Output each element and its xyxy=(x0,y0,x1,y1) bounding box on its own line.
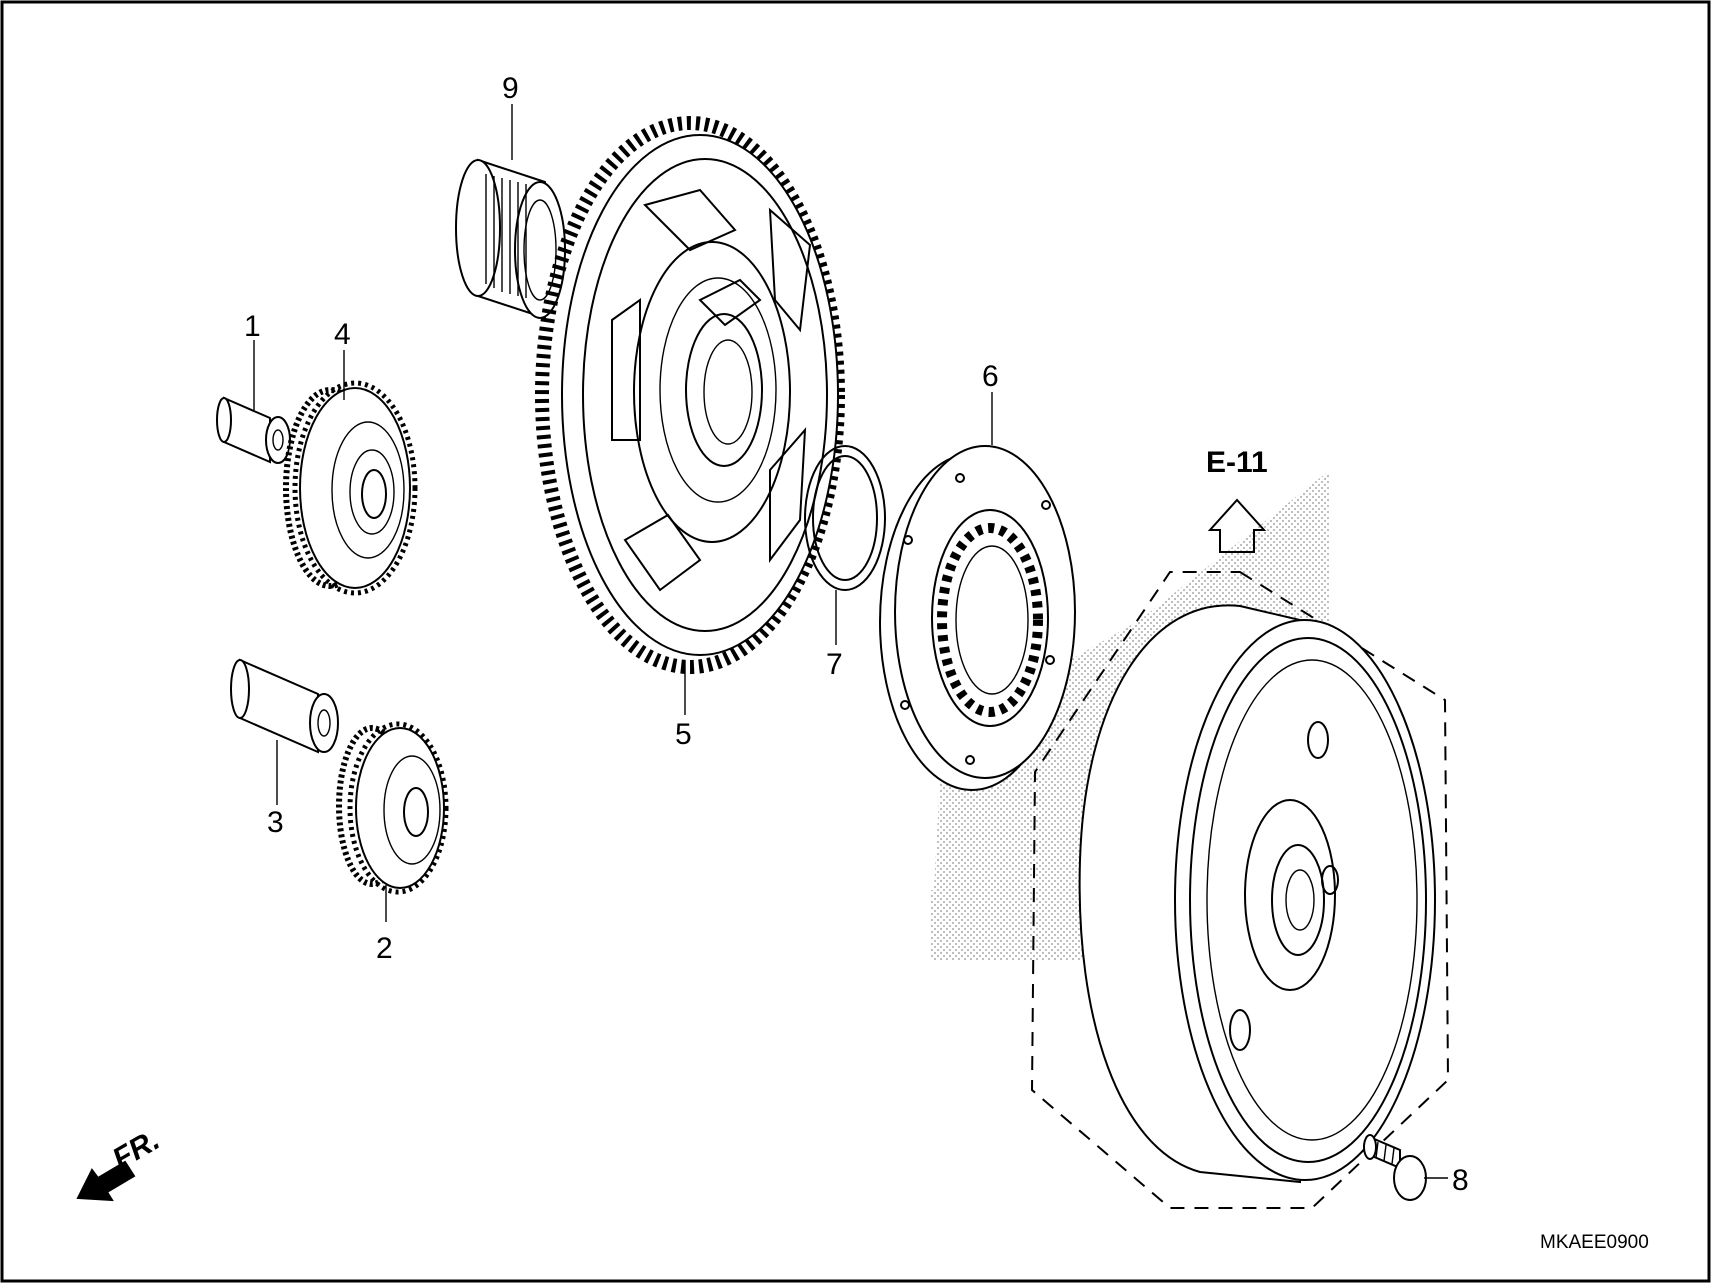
callout-2: 2 xyxy=(376,932,393,965)
part-2-gear xyxy=(336,721,449,895)
callout-6: 6 xyxy=(982,360,999,393)
part-4-gear xyxy=(283,380,418,596)
callout-9: 9 xyxy=(502,72,519,105)
front-arrow-icon xyxy=(76,1160,136,1202)
part-9-needle-bearing xyxy=(455,158,566,320)
callout-8: 8 xyxy=(1452,1164,1469,1197)
part-5-driven-gear xyxy=(535,116,845,674)
flywheel-assembly xyxy=(1030,571,1450,1209)
diagram-code: MKAEE0900 xyxy=(1540,1232,1649,1253)
section-reference: E-11 xyxy=(1206,446,1268,479)
part-3-pin xyxy=(230,658,339,754)
part-6-one-way-clutch xyxy=(879,445,1076,791)
callout-7: 7 xyxy=(826,648,843,681)
callout-3: 3 xyxy=(267,806,284,839)
leader-lines xyxy=(253,104,1448,1179)
part-8-bolt xyxy=(1363,1134,1427,1201)
callout-1: 1 xyxy=(244,310,261,343)
reference-arrow-icon xyxy=(1207,498,1267,553)
part-1-pin xyxy=(216,396,291,464)
callout-5: 5 xyxy=(675,718,692,751)
callout-4: 4 xyxy=(334,318,351,351)
part-7-ring xyxy=(804,445,886,591)
